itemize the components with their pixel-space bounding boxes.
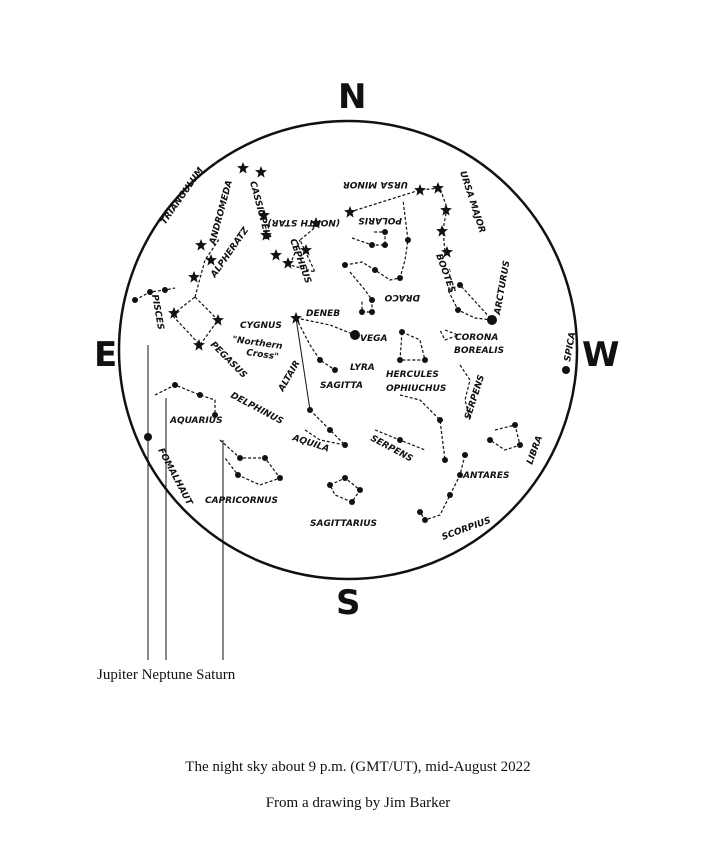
label-north-star: (NORTH STAR) — [267, 217, 340, 227]
compass-west: W — [582, 335, 620, 375]
label-capricornus: CAPRICORNUS — [205, 496, 278, 506]
label-altair: ALTAIR — [276, 359, 302, 394]
label-andromeda: ANDROMEDA — [208, 179, 235, 246]
label-pisces: PISCES — [149, 294, 165, 331]
compass-north: N — [338, 77, 366, 117]
label-vega: VEGA — [360, 334, 388, 344]
constellation-labels: TRIANGULUM ANDROMEDA CASSIOPEIA URSA MIN… — [149, 166, 578, 543]
label-hercules: HERCULES — [386, 370, 439, 380]
label-serpens-caput: SERPENS — [463, 374, 487, 421]
planet-lines — [147, 345, 224, 660]
label-polaris: POLARIS — [358, 215, 402, 225]
label-antares: ANTARES — [462, 471, 509, 481]
label-corona: CORONA — [455, 333, 498, 343]
star-icons — [168, 162, 453, 351]
label-draco: DRACO — [384, 292, 420, 302]
label-delphinus: DELPHINUS — [229, 391, 285, 427]
compass-east: E — [94, 335, 117, 375]
planets-label: Jupiter Neptune Saturn — [97, 667, 236, 683]
label-cygnus: CYGNUS — [240, 321, 282, 331]
label-ursa-major: URSA MAJOR — [457, 170, 487, 235]
label-sagittarius: SAGITTARIUS — [310, 519, 377, 529]
credit: From a drawing by Jim Barker — [265, 795, 451, 811]
compass-south: S — [336, 583, 361, 623]
label-borealis: BOREALIS — [454, 346, 504, 356]
label-libra: LIBRA — [525, 435, 545, 466]
label-sagitta: SAGITTA — [320, 381, 363, 391]
label-aquila: AQUILA — [290, 433, 330, 455]
label-serpens-cauda: SERPENS — [369, 434, 415, 465]
label-lyra: LYRA — [350, 363, 375, 373]
label-ursa-minor: URSA MINOR — [343, 179, 408, 189]
star-chart: N S E W — [94, 77, 620, 660]
label-scorpius: SCORPIUS — [441, 516, 493, 543]
caption: The night sky about 9 p.m. (GMT/UT), mid… — [185, 759, 531, 775]
label-arcturus: ARCTURUS — [493, 260, 513, 317]
label-deneb: DENEB — [306, 309, 340, 319]
label-aquarius: AQUARIUS — [169, 416, 223, 426]
sky-circle — [117, 119, 579, 581]
label-cross: Cross" — [246, 348, 280, 362]
label-triangulum: TRIANGULUM — [159, 166, 206, 227]
constellation-figures — [132, 162, 570, 523]
label-ophiuchus: OPHIUCHUS — [386, 384, 446, 394]
label-bootes: BOÖTES — [433, 252, 457, 294]
